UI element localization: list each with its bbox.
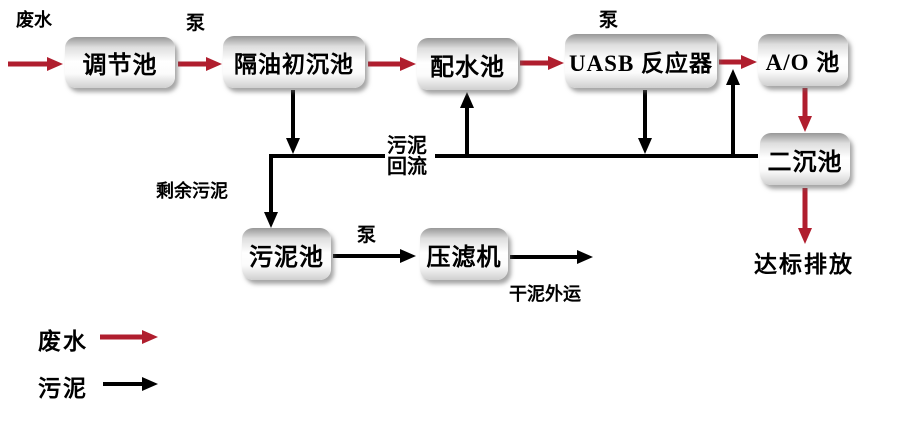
discharge-label: 达标排放 (754, 252, 854, 277)
box-filter-press: 压滤机 (420, 228, 508, 280)
pump-label-1: 泵 (186, 13, 206, 34)
influent-label: 废水 (16, 10, 52, 30)
legend-sludge-label: 污泥 (38, 376, 88, 401)
box-ao-tank: A/O 池 (758, 34, 848, 86)
box-sludge-tank: 污泥池 (242, 228, 331, 280)
box-oil-separation-tank: 隔油初沉池 (223, 36, 365, 88)
box-uasb-reactor: UASB 反应器 (565, 34, 717, 88)
pump-label-2: 泵 (599, 10, 619, 31)
sludge-return-label: 污泥 回流 (385, 136, 429, 178)
dry-sludge-out-label: 干泥外运 (509, 284, 581, 304)
surplus-sludge-label: 剩余污泥 (156, 181, 228, 201)
pump-label-3: 泵 (357, 225, 377, 246)
legend-wastewater-label: 废水 (38, 329, 88, 354)
box-water-distribution-tank: 配水池 (417, 38, 518, 90)
sludge-return-label-line1: 污泥 (387, 135, 427, 157)
box-secondary-sedimentation-tank: 二沉池 (760, 133, 850, 185)
sludge-return-label-line2: 回流 (387, 156, 427, 178)
box-regulation-tank: 调节池 (65, 37, 175, 88)
